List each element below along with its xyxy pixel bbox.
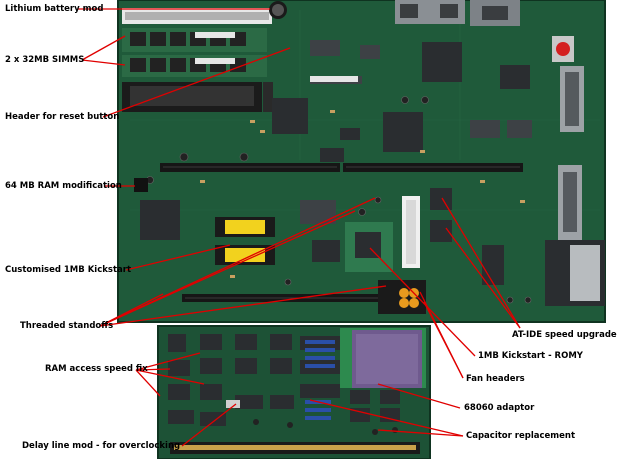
romy-board xyxy=(345,196,420,272)
label-delay-line: Delay line mod - for overclocking xyxy=(22,441,181,451)
label-reset-header: Header for reset button xyxy=(5,112,120,122)
chips xyxy=(140,42,530,285)
label-kickstart-custom: Customised 1MB Kickstart xyxy=(5,265,132,275)
cpu-card xyxy=(157,325,431,460)
label-capacitor: Capacitor replacement xyxy=(466,431,576,441)
label-simms: 2 x 32MB SIMMS xyxy=(5,55,85,65)
simm-modules xyxy=(122,8,273,112)
fan-header-block xyxy=(378,280,426,314)
label-fan-headers: Fan headers xyxy=(466,374,525,384)
label-lithium-battery: Lithium battery mod xyxy=(5,4,104,14)
annotation-lines xyxy=(78,8,521,447)
side-connectors xyxy=(545,36,605,306)
top-connectors xyxy=(395,0,520,26)
label-standoffs: Threaded standoffs xyxy=(20,321,114,331)
label-ram-mod: 64 MB RAM modification xyxy=(5,181,122,191)
kickstart-roms xyxy=(215,217,275,265)
label-ram-speed: RAM access speed fix xyxy=(45,364,148,374)
expansion-slots xyxy=(160,163,523,302)
label-68060-adaptor: 68060 adaptor xyxy=(464,403,535,413)
label-atide: AT-IDE speed upgrade xyxy=(512,330,617,340)
label-romy: 1MB Kickstart - ROMY xyxy=(478,351,583,361)
